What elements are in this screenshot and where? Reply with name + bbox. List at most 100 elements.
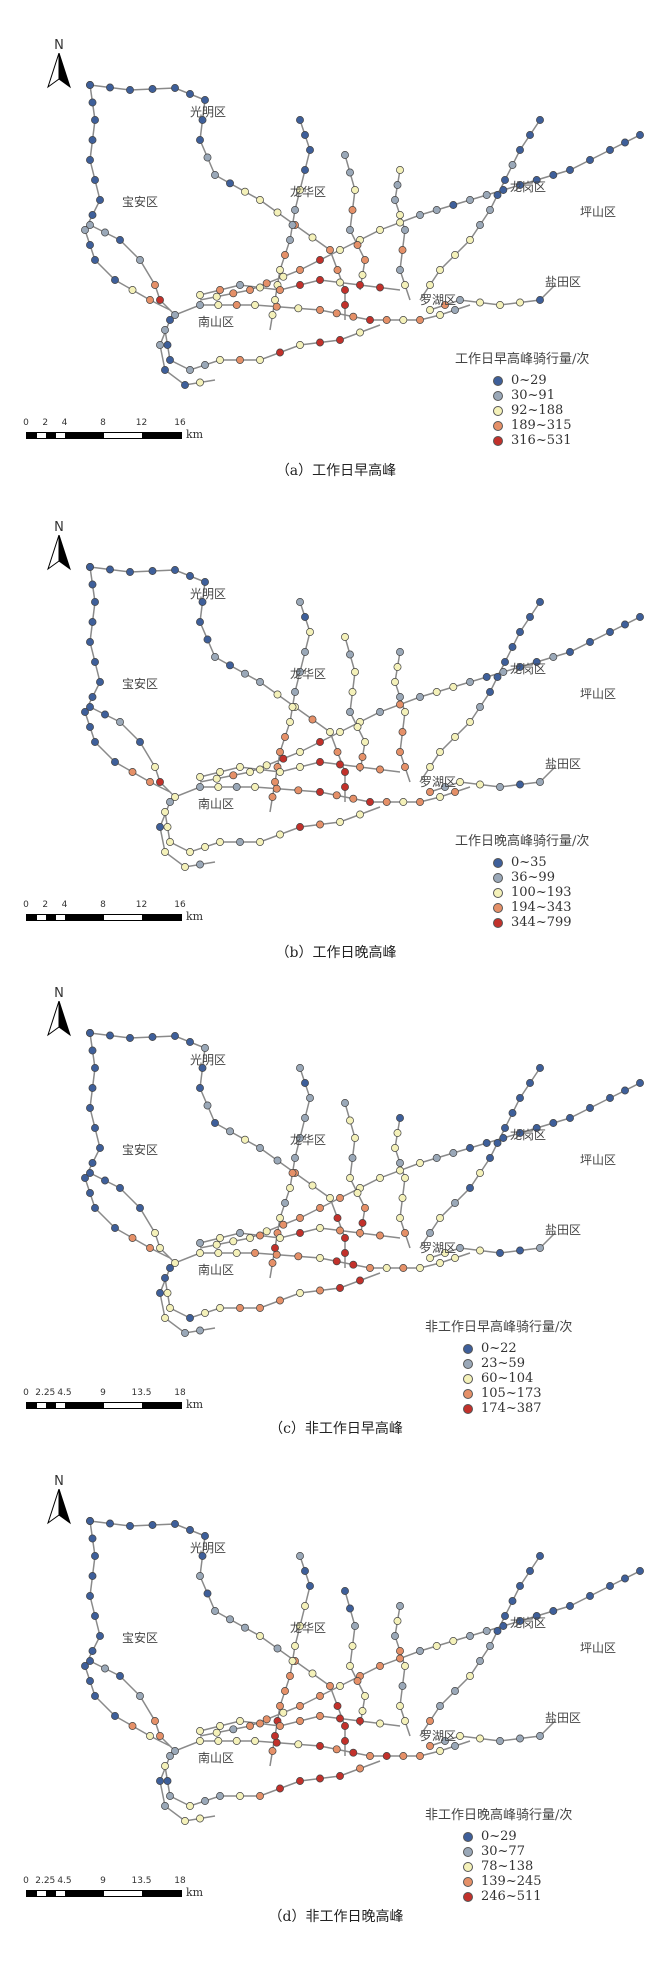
station-point [466, 1184, 474, 1192]
station-point [88, 1572, 97, 1580]
station-point [396, 218, 404, 227]
station-point [246, 1722, 254, 1730]
station-point [268, 1747, 277, 1755]
station-point [333, 1214, 342, 1222]
station-point [281, 1199, 289, 1207]
district-label-longgang: 龙岗区 [510, 1616, 547, 1630]
station-point [171, 311, 179, 319]
legend-item: 0~29 [493, 373, 589, 388]
station-point [636, 613, 644, 621]
station-point [496, 1737, 504, 1745]
station-point [636, 1567, 644, 1575]
station-point [128, 286, 137, 294]
station-point [236, 281, 244, 289]
station-point [301, 166, 309, 174]
station-point [353, 1189, 362, 1197]
legend-swatch [493, 872, 503, 883]
station-point [229, 1725, 238, 1734]
station-point [301, 648, 309, 656]
station-point [341, 286, 349, 294]
station-point [201, 1797, 209, 1805]
station-point [163, 341, 172, 349]
legend-title: 非工作日早高峰骑行量/次 [425, 1320, 573, 1335]
district-label-pingshan: 坪山区 [580, 1153, 617, 1167]
station-point [316, 1204, 324, 1212]
scale-bar-graphic [26, 432, 182, 439]
station-point [196, 618, 204, 626]
station-point [236, 356, 244, 364]
station-point [186, 1526, 194, 1534]
station-point [341, 1737, 349, 1745]
station-point [161, 1762, 169, 1770]
station-point [196, 1814, 204, 1823]
station-point [294, 786, 303, 795]
station-point [361, 1692, 369, 1700]
station-point [376, 708, 384, 716]
metro-line [164, 1760, 381, 1807]
scale-tick: 0 [23, 900, 29, 910]
station-point [416, 1647, 424, 1655]
station-point [196, 783, 204, 791]
legend-label: 189~315 [511, 418, 572, 433]
station-point [211, 171, 219, 179]
station-point [288, 1657, 297, 1665]
legend-item: 139~245 [463, 1874, 572, 1889]
station-point [526, 131, 534, 139]
legend-swatch [463, 1373, 473, 1384]
station-point [166, 838, 174, 846]
legend-item: 194~343 [493, 900, 589, 915]
station-point [549, 1607, 558, 1615]
station-point [586, 1104, 594, 1112]
station-point [271, 1244, 279, 1252]
station-point [516, 146, 524, 154]
station-point [508, 161, 517, 169]
station-point [296, 1702, 304, 1710]
station-point [516, 181, 524, 189]
station-point [276, 1214, 284, 1222]
station-point [341, 1722, 349, 1730]
station-point [432, 1642, 441, 1650]
station-point [86, 1657, 94, 1665]
station-point [91, 658, 99, 666]
station-point [516, 1129, 524, 1137]
district-label-luohu: 罗湖区 [420, 775, 457, 789]
station-point [86, 1517, 94, 1525]
station-point [296, 116, 304, 124]
station-point [449, 1637, 458, 1645]
legend-swatch [463, 1403, 473, 1414]
legend-item: 174~387 [463, 1401, 572, 1416]
district-label-longhua: 龙华区 [290, 1133, 327, 1147]
station-point [171, 793, 179, 801]
station-point [396, 211, 404, 219]
scale-tick: 8 [100, 900, 106, 910]
station-point [229, 1237, 238, 1246]
station-point [96, 1144, 104, 1152]
station-point [201, 361, 209, 369]
station-point [196, 1239, 204, 1247]
legend-label: 316~531 [511, 433, 572, 448]
station-point [351, 1622, 359, 1630]
station-point [341, 1234, 349, 1242]
station-point [186, 848, 194, 856]
station-point [516, 1734, 524, 1743]
station-point [88, 693, 97, 701]
station-point [214, 1737, 223, 1745]
station-point [272, 784, 281, 793]
north-arrow-icon [47, 52, 71, 89]
district-label-longhua: 龙华区 [290, 667, 327, 681]
station-point [356, 810, 364, 819]
district-label-nanshan: 南山区 [198, 797, 235, 811]
district-label-guangming: 光明区 [190, 1541, 227, 1555]
station-point [456, 1732, 464, 1740]
scale-bar-graphic [26, 1890, 182, 1897]
station-point [272, 1738, 281, 1747]
station-point [296, 1622, 304, 1630]
station-point [286, 718, 294, 726]
station-point [251, 1249, 259, 1257]
station-point [171, 1032, 179, 1040]
station-point [276, 348, 284, 357]
legend-swatch [493, 857, 503, 868]
station-point [232, 1737, 241, 1745]
station-point [136, 256, 144, 264]
